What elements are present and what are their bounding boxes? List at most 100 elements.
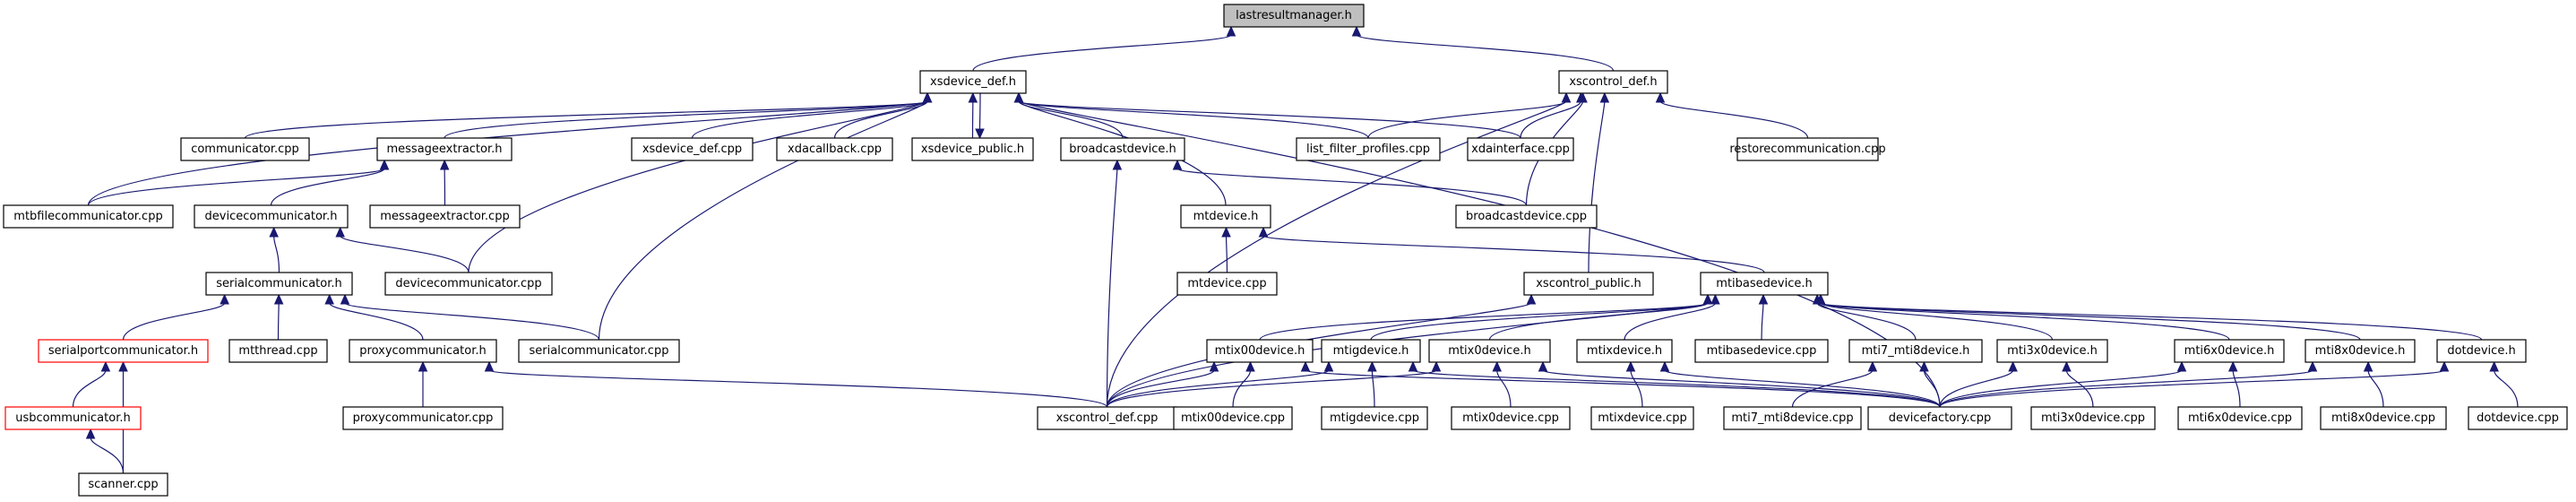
node-messageextractor-cpp[interactable]: messageextractor.cpp: [369, 204, 521, 229]
node-mtigdevice-h[interactable]: mtigdevice.h: [1321, 339, 1421, 363]
node-label: proxycommunicator.cpp: [353, 411, 494, 425]
edge-xscontrol-def-h-to-lastresultmanager-h: [1351, 25, 1615, 72]
node-broadcastdevice-h[interactable]: broadcastdevice.h: [1060, 137, 1185, 161]
arrowhead-icon: [1013, 91, 1024, 103]
node-label: mtigdevice.cpp: [1330, 411, 1419, 425]
edge-messageextractor-h-to-xsdevice-def-h: [444, 91, 933, 139]
edge-line: [1624, 302, 1716, 341]
node-label: messageextractor.cpp: [380, 210, 509, 223]
node-mti7-mti8device-cpp[interactable]: mti7_mti8device.cpp: [1723, 406, 1862, 430]
node-mtixdevice-cpp[interactable]: mtixdevice.cpp: [1590, 406, 1694, 430]
edge-line: [1659, 100, 1809, 139]
arrowhead-icon: [1226, 25, 1236, 37]
node-mtixdevice-h[interactable]: mtixdevice.h: [1576, 339, 1673, 363]
arrowhead-icon: [1112, 159, 1123, 170]
node-mti3x0device-cpp[interactable]: mti3x0device.cpp: [2030, 406, 2156, 430]
node-mtdevice-h[interactable]: mtdevice.h: [1180, 204, 1271, 229]
arrowhead-icon: [1538, 360, 1548, 372]
node-proxycommunicator-cpp[interactable]: proxycommunicator.cpp: [342, 406, 504, 430]
node-mtbfilecommunicator-cpp[interactable]: mtbfilecommunicator.cpp: [3, 204, 174, 229]
node-box: [2320, 406, 2447, 430]
node-devicefactory-cpp[interactable]: devicefactory.cpp: [1867, 406, 2012, 430]
node-mti7-mti8device-h[interactable]: mti7_mti8device.h: [1848, 339, 1983, 363]
edge-mti8x0device-cpp-to-mti8x0device-h: [2363, 360, 2384, 408]
node-box: [631, 137, 754, 161]
node-xscontrol-def-cpp[interactable]: xscontrol_def.cpp: [1037, 406, 1177, 430]
edge-line: [1371, 369, 1375, 408]
node-devicecommunicator-h[interactable]: devicecommunicator.h: [194, 204, 349, 229]
node-mtix0device-cpp[interactable]: mtix0device.cpp: [1451, 406, 1571, 430]
arrowhead-icon: [335, 226, 345, 238]
node-label: list_filter_profiles.cpp: [1306, 143, 1430, 156]
node-mtdevice-cpp[interactable]: mtdevice.cpp: [1176, 272, 1278, 296]
node-label: mti7_mti8device.cpp: [1731, 411, 1853, 425]
node-xsdevice-public-h[interactable]: xsdevice_public.h: [911, 137, 1034, 161]
edge-line: [1106, 369, 1330, 408]
arrowhead-icon: [1245, 360, 1255, 372]
node-label: mtigdevice.h: [1333, 344, 1409, 358]
node-mtigdevice-cpp[interactable]: mtigdevice.cpp: [1321, 406, 1428, 430]
node-xsdevice-def-cpp[interactable]: xsdevice_def.cpp: [631, 137, 754, 161]
node-box: [1700, 272, 1829, 296]
edge-line: [1412, 369, 1941, 408]
node-mti3x0device-h[interactable]: mti3x0device.h: [1996, 339, 2108, 363]
node-mti6x0device-cpp[interactable]: mti6x0device.cpp: [2177, 406, 2303, 430]
node-dotdevice-cpp[interactable]: dotdevice.cpp: [2468, 406, 2568, 430]
edge-serialcommunicator-h-to-devicecommunicator-h: [269, 226, 280, 273]
node-xscontrol-public-h[interactable]: xscontrol_public.h: [1523, 272, 1654, 296]
edge-line: [1630, 369, 1643, 408]
node-serialportcommunicator-h[interactable]: serialportcommunicator.h: [38, 339, 209, 363]
edge-line: [1588, 100, 1606, 273]
node-mti8x0device-h[interactable]: mti8x0device.h: [2305, 339, 2416, 363]
edge-mtix0device-h-to-mtibasedevice-h: [1488, 293, 1713, 341]
arrowhead-icon: [1758, 293, 1769, 305]
node-dotdevice-h[interactable]: dotdevice.h: [2436, 339, 2527, 363]
edge-devicefactory-cpp-to-mtixdevice-h: [1659, 360, 1941, 408]
node-restorecommunication-cpp[interactable]: restorecommunication.cpp: [1729, 137, 1886, 161]
node-mtibasedevice-h[interactable]: mtibasedevice.h: [1700, 272, 1829, 296]
node-mtibasedevice-cpp[interactable]: mtibasedevice.cpp: [1694, 339, 1829, 363]
node-xdacallback-cpp[interactable]: xdacallback.cpp: [776, 137, 893, 161]
node-proxycommunicator-h[interactable]: proxycommunicator.h: [349, 339, 497, 363]
edge-line: [598, 100, 928, 341]
node-broadcastdevice-cpp[interactable]: broadcastdevice.cpp: [1455, 204, 1598, 229]
node-box: [1723, 406, 1862, 430]
arrowhead-icon: [2008, 360, 2018, 372]
arrowhead-icon: [484, 360, 495, 372]
arrowhead-icon: [273, 293, 284, 305]
node-mti8x0device-cpp[interactable]: mti8x0device.cpp: [2320, 406, 2447, 430]
node-mtix00device-cpp[interactable]: mtix00device.cpp: [1173, 406, 1293, 430]
node-scanner-cpp[interactable]: scanner.cpp: [78, 472, 168, 497]
node-label: serialcommunicator.h: [216, 277, 342, 290]
node-label: mtix00device.cpp: [1181, 411, 1285, 425]
node-label: usbcommunicator.h: [15, 411, 130, 425]
node-messageextractor-h[interactable]: messageextractor.h: [376, 137, 513, 161]
node-box: [1451, 406, 1571, 430]
node-serialcommunicator-h[interactable]: serialcommunicator.h: [205, 272, 353, 296]
edge-communicator-cpp-to-xsdevice-def-h: [244, 91, 933, 139]
node-label: xsdevice_def.h: [930, 75, 1016, 89]
node-xdainterface-cpp[interactable]: xdainterface.cpp: [1467, 137, 1574, 161]
edge-mti3x0device-h-to-mtibasedevice-h: [1815, 293, 2054, 341]
node-communicator-cpp[interactable]: communicator.cpp: [180, 137, 310, 161]
node-serialcommunicator-cpp[interactable]: serialcommunicator.cpp: [518, 339, 680, 363]
edge-devicefactory-cpp-to-mti3x0device-h: [1939, 360, 2018, 408]
edge-line: [1664, 369, 1941, 408]
node-label: messageextractor.h: [386, 143, 502, 156]
node-lastresultmanager-h[interactable]: lastresultmanager.h: [1223, 4, 1365, 28]
node-usbcommunicator-h[interactable]: usbcommunicator.h: [4, 406, 142, 430]
node-mtix0device-h[interactable]: mtix0device.h: [1428, 339, 1551, 363]
node-xscontrol-def-h[interactable]: xscontrol_def.h: [1558, 70, 1668, 94]
edge-line: [1367, 100, 1567, 139]
node-mtix00device-h[interactable]: mtix00device.h: [1206, 339, 1314, 363]
node-list-filter-profiles-cpp[interactable]: list_filter_profiles.cpp: [1296, 137, 1441, 161]
node-devicecommunicator-cpp[interactable]: devicecommunicator.cpp: [384, 272, 553, 296]
edge-mti8x0device-h-to-mtibasedevice-h: [1815, 293, 2361, 341]
arrowhead-icon: [1172, 159, 1183, 170]
node-mti6x0device-h[interactable]: mti6x0device.h: [2174, 339, 2285, 363]
node-xsdevice-def-h[interactable]: xsdevice_def.h: [919, 70, 1027, 94]
edge-line: [1018, 100, 1941, 408]
arrowhead-icon: [975, 128, 985, 140]
node-mtthread-cpp[interactable]: mtthread.cpp: [228, 339, 328, 363]
